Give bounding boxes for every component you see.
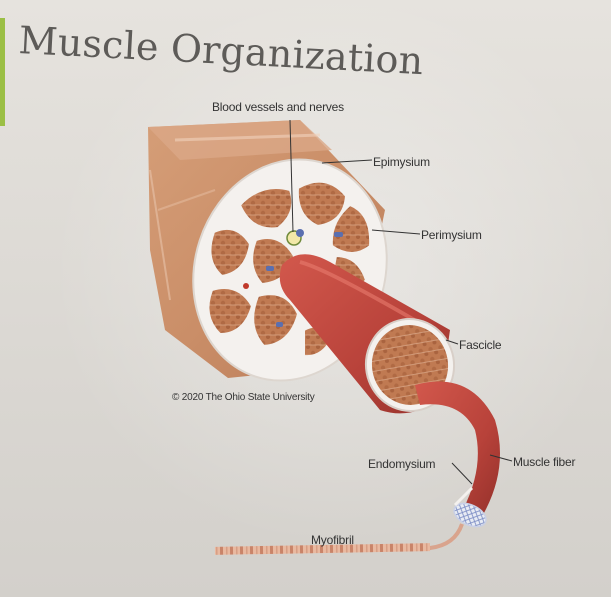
accent-bar bbox=[0, 18, 5, 126]
label-myofibril: Myofibril bbox=[311, 533, 354, 547]
label-endomysium: Endomysium bbox=[368, 457, 436, 471]
label-blood-vessels: Blood vessels and nerves bbox=[212, 100, 344, 114]
label-perimysium: Perimysium bbox=[421, 228, 482, 242]
label-fascicle: Fascicle bbox=[459, 338, 502, 352]
label-epimysium: Epimysium bbox=[373, 155, 430, 169]
label-copyright: © 2020 The Ohio State University bbox=[172, 392, 315, 403]
label-muscle-fiber: Muscle fiber bbox=[513, 455, 576, 469]
